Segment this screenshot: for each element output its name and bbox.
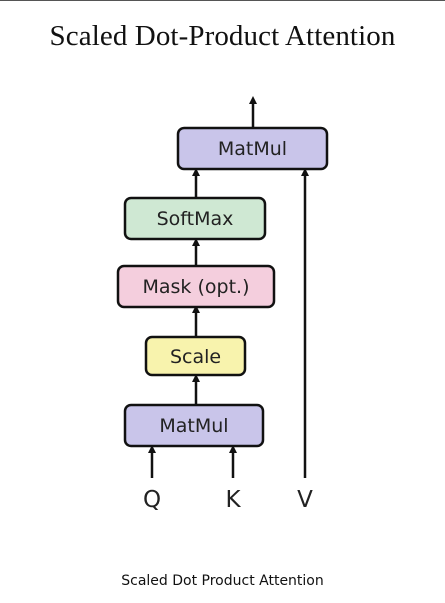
k-label: K [225,487,241,513]
softmax-label: SoftMax [157,208,234,230]
matmul-bottom-box: MatMul [123,403,265,448]
v-label: V [297,487,313,513]
matmul-bottom-label: MatMul [159,415,228,437]
mask-box: Mask (opt.) [116,264,276,309]
matmul-top-rect [176,126,329,171]
softmax-box: SoftMax [123,196,267,241]
arrows [148,96,309,478]
scale-box: Scale [144,335,247,377]
scale-label: Scale [170,346,221,368]
top-divider [0,0,445,1]
diagram-title: Scaled Dot-Product Attention [49,20,396,52]
q-label: Q [143,487,161,513]
mask-rect [116,264,276,309]
matmul-top-box: MatMul [176,126,329,171]
matmul-bottom-rect [123,403,265,448]
matmul-top-label: MatMul [218,138,287,160]
scale-rect [144,335,247,377]
figure-caption: Scaled Dot Product Attention [121,573,324,589]
softmax-rect [123,196,267,241]
mask-label: Mask (opt.) [143,276,250,298]
